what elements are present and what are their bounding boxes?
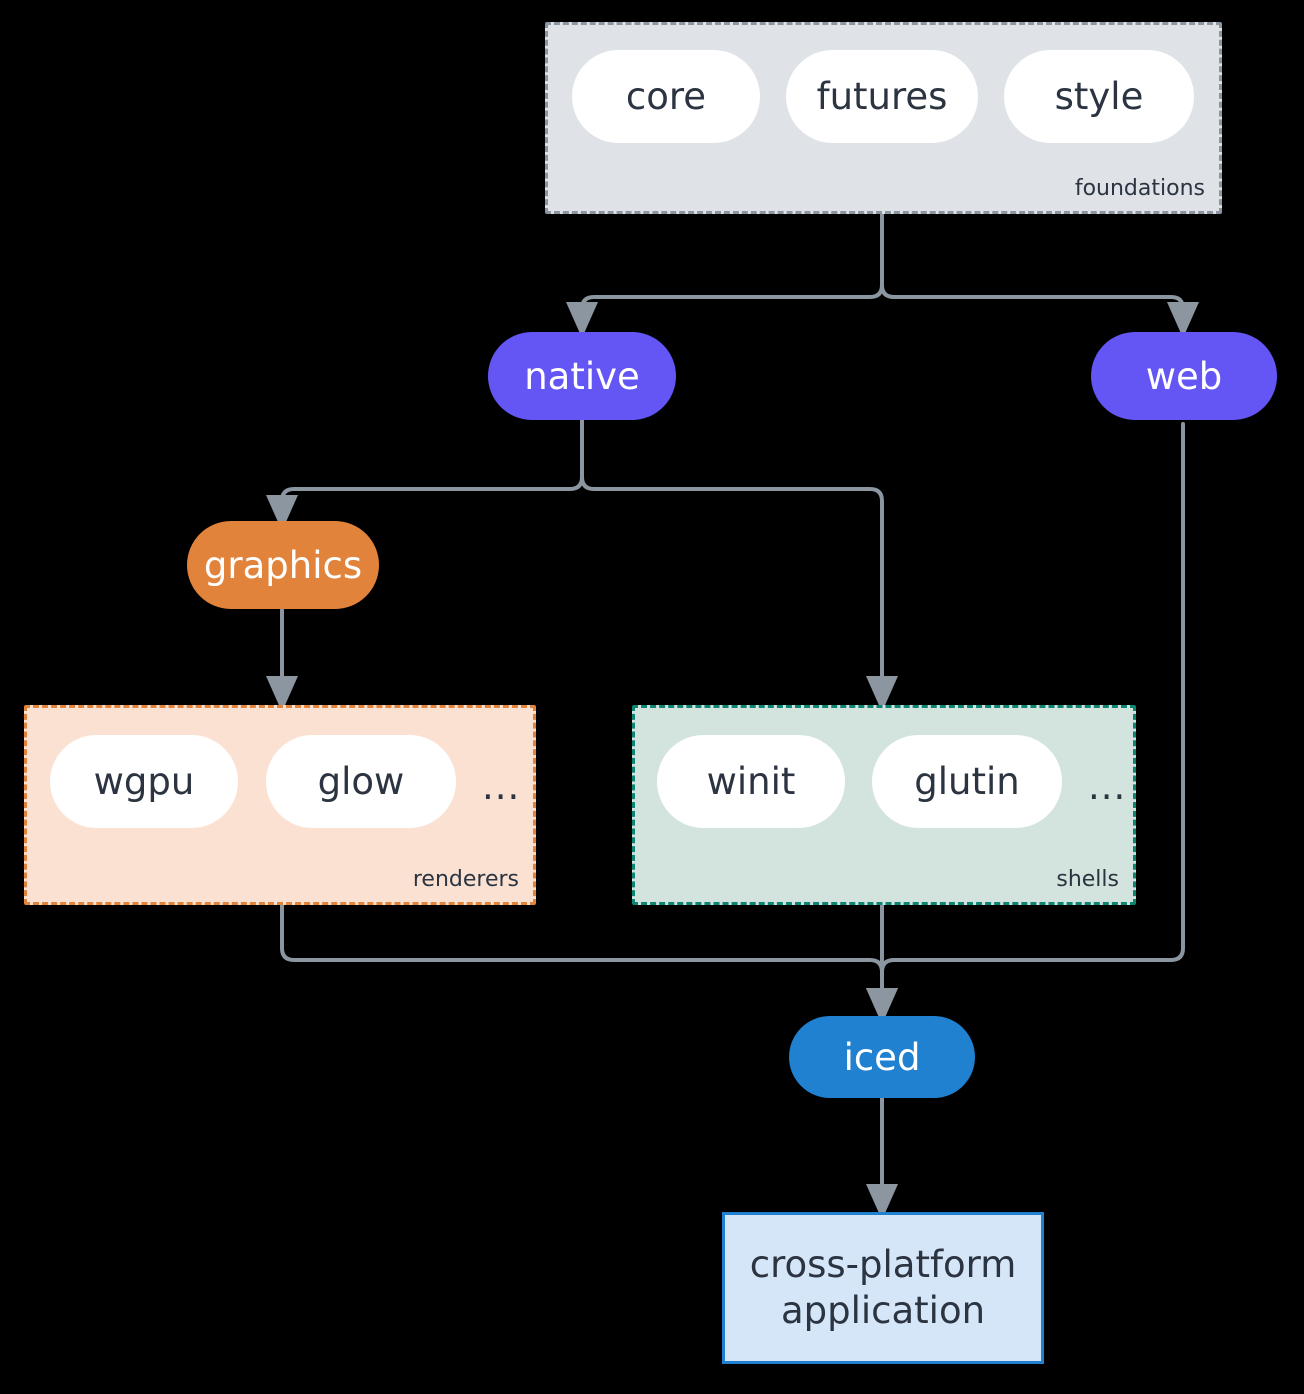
edge-foundations-web xyxy=(880,213,1199,338)
node-glutin-label: glutin xyxy=(914,760,1020,803)
node-iced-label: iced xyxy=(843,1035,921,1079)
node-wgpu-label: wgpu xyxy=(93,760,195,803)
node-style[interactable]: style xyxy=(1004,50,1194,143)
node-glow-label: glow xyxy=(317,760,405,803)
node-cross-platform-application[interactable]: cross-platform application xyxy=(722,1212,1044,1364)
edge-renderers-iced xyxy=(280,903,898,1024)
node-core[interactable]: core xyxy=(572,50,760,143)
cluster-shells-label: shells xyxy=(1056,867,1119,892)
node-native-label: native xyxy=(524,354,640,398)
application-label-line1: cross-platform xyxy=(749,1242,1017,1286)
node-glow[interactable]: glow xyxy=(266,735,456,828)
cluster-renderers-label: renderers xyxy=(412,867,519,892)
node-glutin[interactable]: glutin xyxy=(872,735,1062,828)
edge-native-shells xyxy=(580,418,898,712)
node-graphics-label: graphics xyxy=(203,543,363,587)
edge-foundations-native xyxy=(566,213,884,338)
node-iced[interactable]: iced xyxy=(789,1016,975,1098)
node-winit-label: winit xyxy=(706,760,796,803)
node-wgpu[interactable]: wgpu xyxy=(50,735,238,828)
renderers-overflow-ellipsis: ... xyxy=(482,765,521,808)
shells-overflow-ellipsis: ... xyxy=(1088,765,1127,808)
node-native[interactable]: native xyxy=(488,332,676,420)
node-web-label: web xyxy=(1145,354,1223,398)
cluster-foundations-label: foundations xyxy=(1074,176,1205,201)
node-futures-label: futures xyxy=(816,75,948,118)
node-style-label: style xyxy=(1054,75,1144,118)
edge-native-graphics xyxy=(266,418,584,531)
node-core-label: core xyxy=(625,75,707,118)
node-web[interactable]: web xyxy=(1091,332,1277,420)
node-futures[interactable]: futures xyxy=(786,50,978,143)
application-label-line2: application xyxy=(780,1289,986,1332)
node-graphics[interactable]: graphics xyxy=(187,521,379,609)
node-winit[interactable]: winit xyxy=(657,735,845,828)
